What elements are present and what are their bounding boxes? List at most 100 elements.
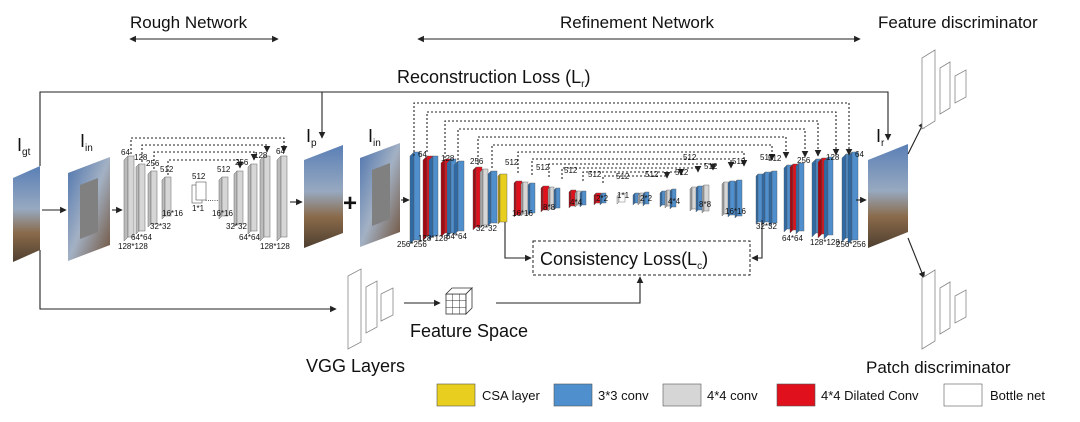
- refine-skip-connection: [531, 158, 735, 175]
- refine-layer: [428, 155, 439, 241]
- rough-channel-label: 128: [254, 151, 268, 160]
- legend-swatch-csa: [436, 383, 476, 407]
- refine-size-label: 32*32: [756, 222, 777, 231]
- refine-layer: [689, 186, 698, 212]
- refine-layer: [446, 158, 457, 238]
- consistency-loss-label: Consistency Loss(Lc): [540, 249, 708, 272]
- rough-skip-connection: [130, 137, 288, 154]
- refine-size-label: 4*4: [570, 198, 583, 207]
- rough-layer: [135, 163, 146, 235]
- refine-layer: [409, 151, 421, 245]
- refine-layer: [520, 181, 529, 217]
- refine-layer: [789, 163, 799, 234]
- patch-discriminator: [921, 269, 967, 350]
- refinement-network-heading: Refinement Network: [560, 13, 715, 32]
- refine-size-label: 64*64: [446, 232, 467, 241]
- rough-layer: [259, 155, 271, 242]
- rough-channel-label: 512: [217, 165, 231, 174]
- rough-skip-connection: [141, 144, 271, 162]
- feature-space-label: Feature Space: [410, 321, 528, 341]
- image-in-rough-label: Iin: [80, 131, 93, 154]
- legend-swatch-conv4: [662, 383, 702, 407]
- refine-channel-label: 512: [616, 172, 630, 181]
- arrow-csa-to-consistency: [504, 222, 532, 262]
- rough-network-heading: Rough Network: [130, 13, 248, 32]
- rough-ellipsis: ......: [205, 194, 218, 203]
- refine-layer: [527, 182, 536, 216]
- refine-layer: [553, 187, 561, 211]
- refine-size-label: 64*64: [782, 234, 803, 243]
- refine-channel-label: 512: [645, 170, 659, 179]
- rough-bottleneck: [191, 181, 207, 204]
- refine-size-label: 16*16: [512, 209, 533, 218]
- rough-size-label: 16*16: [162, 209, 183, 218]
- refine-layer: [574, 190, 582, 208]
- rough-layer: [233, 170, 244, 228]
- refine-channel-label: 64: [855, 150, 864, 159]
- rough-channel-label: 128: [134, 153, 148, 162]
- refine-layer: [453, 160, 465, 236]
- refine-skip-connection: [602, 172, 671, 183]
- legend-label-dilated: 4*4 Dilated Conv: [821, 388, 919, 403]
- refine-skip-connection: [548, 163, 717, 177]
- refine-layer: [734, 179, 743, 219]
- legend-swatch-conv3: [553, 383, 593, 407]
- legend-label-bottle: Bottle net: [990, 388, 1045, 403]
- rough-size-label: 128*128: [118, 242, 148, 251]
- image-p-label: Ip: [306, 126, 317, 149]
- refine-size-labels: 256*256 128*128 64*64 32*32 16*16 8*8 4*…: [397, 191, 866, 249]
- refine-size-label: 8*8: [543, 203, 556, 212]
- arrow-decoder-to-consistency: [751, 220, 763, 262]
- refine-layer: [497, 173, 508, 225]
- refine-channel-label: 64: [418, 150, 427, 159]
- refine-skip-connection: [561, 166, 702, 179]
- rough-size-label: 32*32: [226, 222, 247, 231]
- refine-layer: [616, 193, 626, 205]
- rough-size-label: 128*128: [260, 242, 290, 251]
- rough-channel-label: 256: [235, 158, 249, 167]
- refine-layer: [540, 185, 550, 213]
- refine-layer: [761, 171, 772, 226]
- rough-size-label: 1*1: [192, 204, 205, 213]
- refine-layer: [695, 185, 704, 213]
- refine-size-label: 16*16: [725, 207, 746, 216]
- refine-size-label: 2*2: [596, 194, 609, 203]
- refine-layer: [487, 170, 498, 227]
- rough-skip-connection: [153, 151, 258, 169]
- image-gt-label: Igt: [17, 135, 31, 158]
- vgg-layers-label: VGG Layers: [306, 356, 405, 376]
- plus-sign: +: [343, 190, 357, 217]
- refine-size-label: 128*128: [810, 238, 840, 247]
- rough-channel-label: 64: [276, 147, 285, 156]
- arrow-to-patch-discriminator: [907, 237, 925, 279]
- rough-size-label: 64*64: [131, 233, 152, 242]
- refine-channel-label: 512: [704, 162, 718, 171]
- rough-layer: [123, 155, 135, 242]
- consistency-loss-box: [532, 240, 751, 276]
- refine-channel-label: 512: [675, 168, 689, 177]
- refine-size-label: 256*256: [836, 240, 866, 249]
- refine-skip-connection: [413, 102, 853, 156]
- feature-discriminator-heading: Feature discriminator: [878, 13, 1038, 32]
- image-r-label: Ir: [876, 126, 885, 149]
- refine-layer: [659, 190, 667, 208]
- refine-size-label: 4*4: [668, 197, 681, 206]
- reconstruction-loss-line: [39, 91, 892, 166]
- refine-skip-connections: [413, 102, 853, 183]
- refine-size-label: 32*32: [476, 224, 497, 233]
- vgg-layers: [347, 268, 394, 350]
- refine-layer: [795, 162, 805, 235]
- refine-layer: [847, 151, 859, 245]
- rough-channel-label: 256: [146, 159, 160, 168]
- refine-skip-connection: [582, 169, 685, 181]
- legend: CSA layer 3*3 conv 4*4 conv 4*4 Dilated …: [436, 383, 1045, 407]
- refine-size-label: 2*2: [640, 194, 653, 203]
- legend-swatch-bottle: [943, 383, 983, 407]
- refine-channel-label: 512: [768, 154, 782, 163]
- rough-layer: [147, 170, 158, 228]
- arrow-to-feature-discriminator: [907, 121, 925, 155]
- image-in-refine: Iin: [360, 126, 400, 247]
- refine-channel-label: 512: [760, 153, 774, 162]
- refine-skip-connection: [457, 128, 809, 160]
